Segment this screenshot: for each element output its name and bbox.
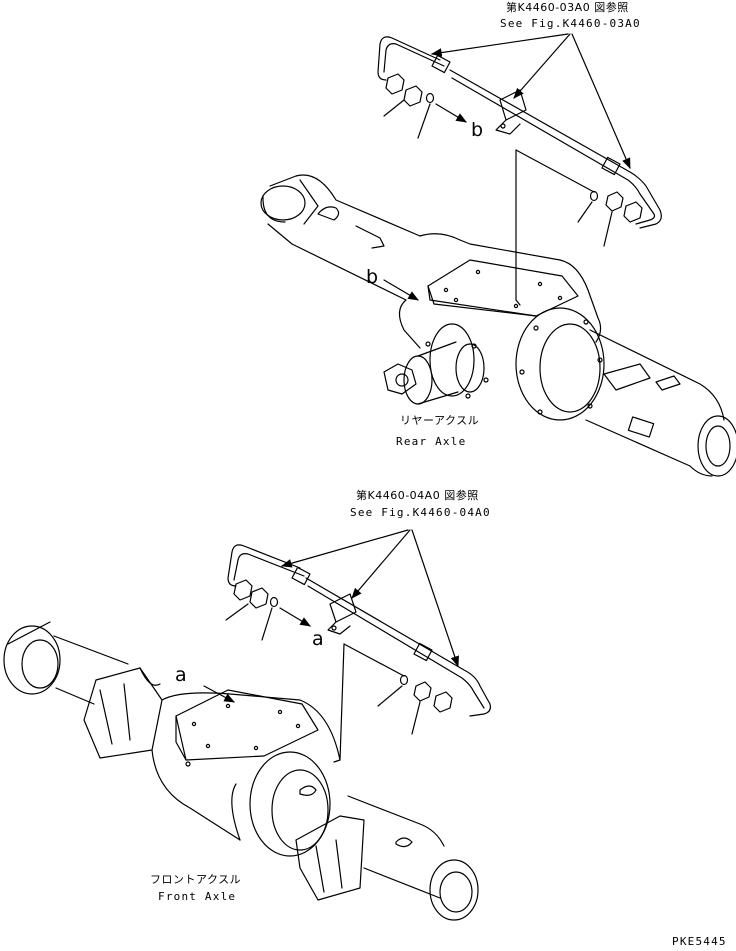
rear-axle-label-en: Rear Axle	[396, 435, 467, 448]
rear-fittings	[384, 74, 642, 246]
rear-callout-b: b	[471, 119, 484, 141]
front-leader-lines	[204, 530, 459, 762]
front-tube-assembly	[228, 545, 490, 716]
front-axle-label-en: Front Axle	[158, 890, 237, 903]
front-fittings	[226, 580, 452, 734]
front-callout-a-axle: a	[175, 664, 187, 686]
rear-axle-label-jp: リヤーアクスル	[400, 414, 480, 427]
rear-axle-body	[261, 175, 736, 476]
drawing-code: PKE5445	[672, 935, 727, 948]
front-callout-a: a	[312, 628, 324, 650]
rear-callout-b-axle: b	[366, 266, 379, 288]
front-axle-label-jp: フロントアクスル	[150, 873, 242, 886]
rear-leader-lines	[384, 34, 630, 305]
rear-ref-en: See Fig.K4460-03A0	[500, 17, 641, 30]
rear-ref-jp: 第K4460-03A0 図参照	[506, 1, 629, 14]
rear-tube-assembly	[378, 37, 661, 228]
front-axle-body	[4, 622, 478, 920]
front-ref-en: See Fig.K4460-04A0	[350, 506, 491, 519]
front-ref-jp: 第K4460-04A0 図参照	[356, 489, 479, 502]
